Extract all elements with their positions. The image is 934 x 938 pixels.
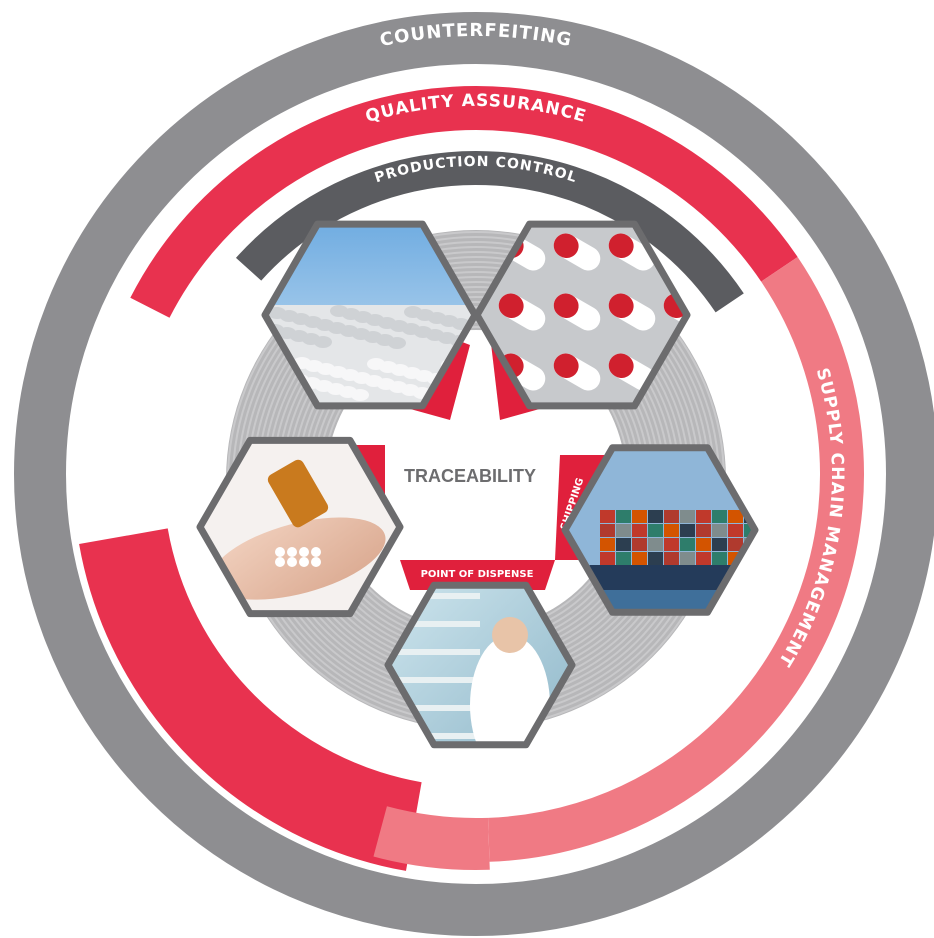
production-control-ring (235, 150, 744, 313)
hexagon-border (473, 220, 691, 410)
pills-in-hand-hexagon (196, 436, 404, 618)
center-title: TRACEABILITY (404, 466, 536, 486)
quality-assurance-lower-arc (79, 527, 423, 871)
supply-chain-ring (488, 257, 864, 862)
hexagon-border (196, 436, 404, 618)
supply-chain-management-label: SUPPLY CHAIN MANAGEMENT (774, 366, 847, 671)
pills-in-hand-photo (200, 440, 400, 614)
stage-label: POINT OF DISPENSE (421, 569, 534, 580)
hexagon-border (384, 581, 576, 749)
hexagon-border (261, 220, 479, 410)
quality-assurance-ring (130, 86, 798, 318)
supply-chain-lower-arc (373, 806, 490, 871)
hexagon-border (561, 444, 759, 616)
pharmacist-hexagon (384, 581, 576, 749)
counterfeiting-ring (14, 12, 934, 936)
